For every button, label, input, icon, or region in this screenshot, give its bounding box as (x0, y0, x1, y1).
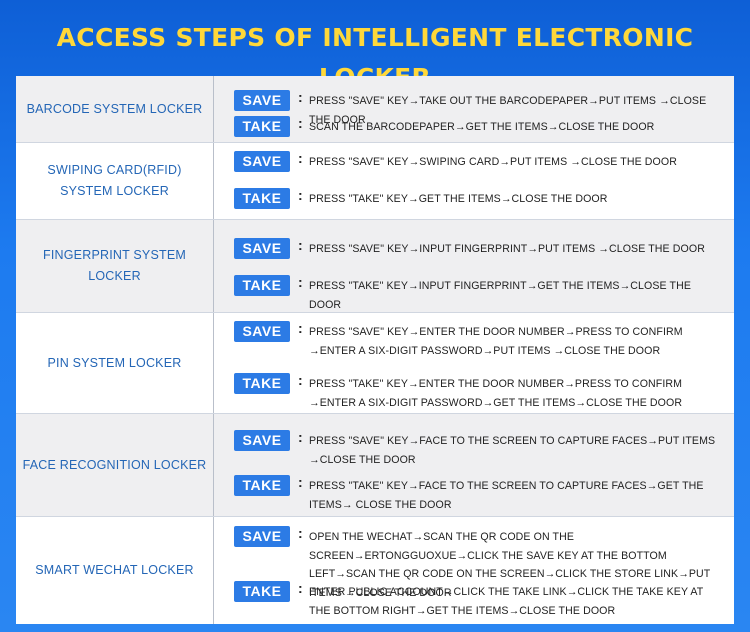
table-row-face: FACE RECOGNITION LOCKER SAVE : PRESS "SA… (16, 414, 734, 517)
take-badge: TAKE (234, 275, 290, 296)
table-row-pin: PIN SYSTEM LOCKER SAVE : PRESS "SAVE" KE… (16, 313, 734, 414)
locker-type-label: FACE RECOGNITION LOCKER (22, 457, 207, 472)
locker-type-cell: PIN SYSTEM LOCKER (16, 313, 214, 413)
save-step-text: PRESS "SAVE" KEY→FACE TO THE SCREEN TO C… (309, 435, 716, 466)
locker-type-label: FINGERPRINT SYSTEM LOCKER (43, 248, 186, 283)
locker-type-cell: FINGERPRINT SYSTEM LOCKER (16, 220, 214, 312)
locker-type-label: PIN SYSTEM LOCKER (47, 355, 182, 370)
save-badge: SAVE (234, 151, 290, 172)
steps-table: BARCODE SYSTEM LOCKER SAVE : PRESS "SAVE… (16, 76, 734, 624)
save-step-text: PRESS "SAVE" KEY→ENTER THE DOOR NUMBER→P… (309, 326, 683, 357)
locker-type-cell: SMART WECHAT LOCKER (16, 517, 214, 624)
take-badge: TAKE (234, 581, 290, 602)
save-badge: SAVE (234, 90, 290, 111)
save-badge: SAVE (234, 321, 290, 342)
take-badge: TAKE (234, 188, 290, 209)
take-step-text: PRESS "TAKE" KEY→INPUT FINGERPRINT→GET T… (309, 280, 692, 311)
table-row-barcode: BARCODE SYSTEM LOCKER SAVE : PRESS "SAVE… (16, 76, 734, 143)
save-badge: SAVE (234, 430, 290, 451)
locker-type-label: BARCODE SYSTEM LOCKER (26, 101, 203, 116)
take-badge: TAKE (234, 475, 290, 496)
take-badge: TAKE (234, 116, 290, 137)
save-step-text: PRESS "SAVE" KEY→SWIPING CARD→PUT ITEMS … (309, 156, 677, 168)
locker-type-cell: BARCODE SYSTEM LOCKER (16, 76, 214, 142)
take-step-text: PRESS "TAKE" KEY→FACE TO THE SCREEN TO C… (309, 480, 704, 511)
table-row-rfid: SWIPING CARD(RFID) SYSTEM LOCKER SAVE : … (16, 143, 734, 220)
table-row-fingerprint: FINGERPRINT SYSTEM LOCKER SAVE : PRESS "… (16, 220, 734, 313)
locker-type-label: SWIPING CARD(RFID) SYSTEM LOCKER (47, 163, 182, 198)
save-badge: SAVE (234, 238, 290, 259)
take-step-text: ENTER PUBLIC ACCOUNT→CLICK THE TAKE LINK… (309, 586, 704, 617)
save-step-text: PRESS "SAVE" KEY→TAKE OUT THE BARCODEPAP… (309, 95, 707, 126)
table-row-wechat: SMART WECHAT LOCKER SAVE : OPEN THE WECH… (16, 517, 734, 624)
take-step-text: SCAN THE BARCODEPAPER→GET THE ITEMS→CLOS… (309, 121, 655, 133)
save-badge: SAVE (234, 526, 290, 547)
locker-type-cell: SWIPING CARD(RFID) SYSTEM LOCKER (16, 143, 214, 219)
take-badge: TAKE (234, 373, 290, 394)
locker-type-cell: FACE RECOGNITION LOCKER (16, 414, 214, 516)
save-step-text: PRESS "SAVE" KEY→INPUT FINGERPRINT→PUT I… (309, 243, 705, 255)
locker-type-label: SMART WECHAT LOCKER (35, 563, 194, 577)
take-step-text: PRESS "TAKE" KEY→ENTER THE DOOR NUMBER→P… (309, 378, 683, 409)
take-step-text: PRESS "TAKE" KEY→GET THE ITEMS→CLOSE THE… (309, 193, 608, 205)
save-step-text: OPEN THE WECHAT→SCAN THE QR CODE ON THE … (309, 531, 711, 599)
